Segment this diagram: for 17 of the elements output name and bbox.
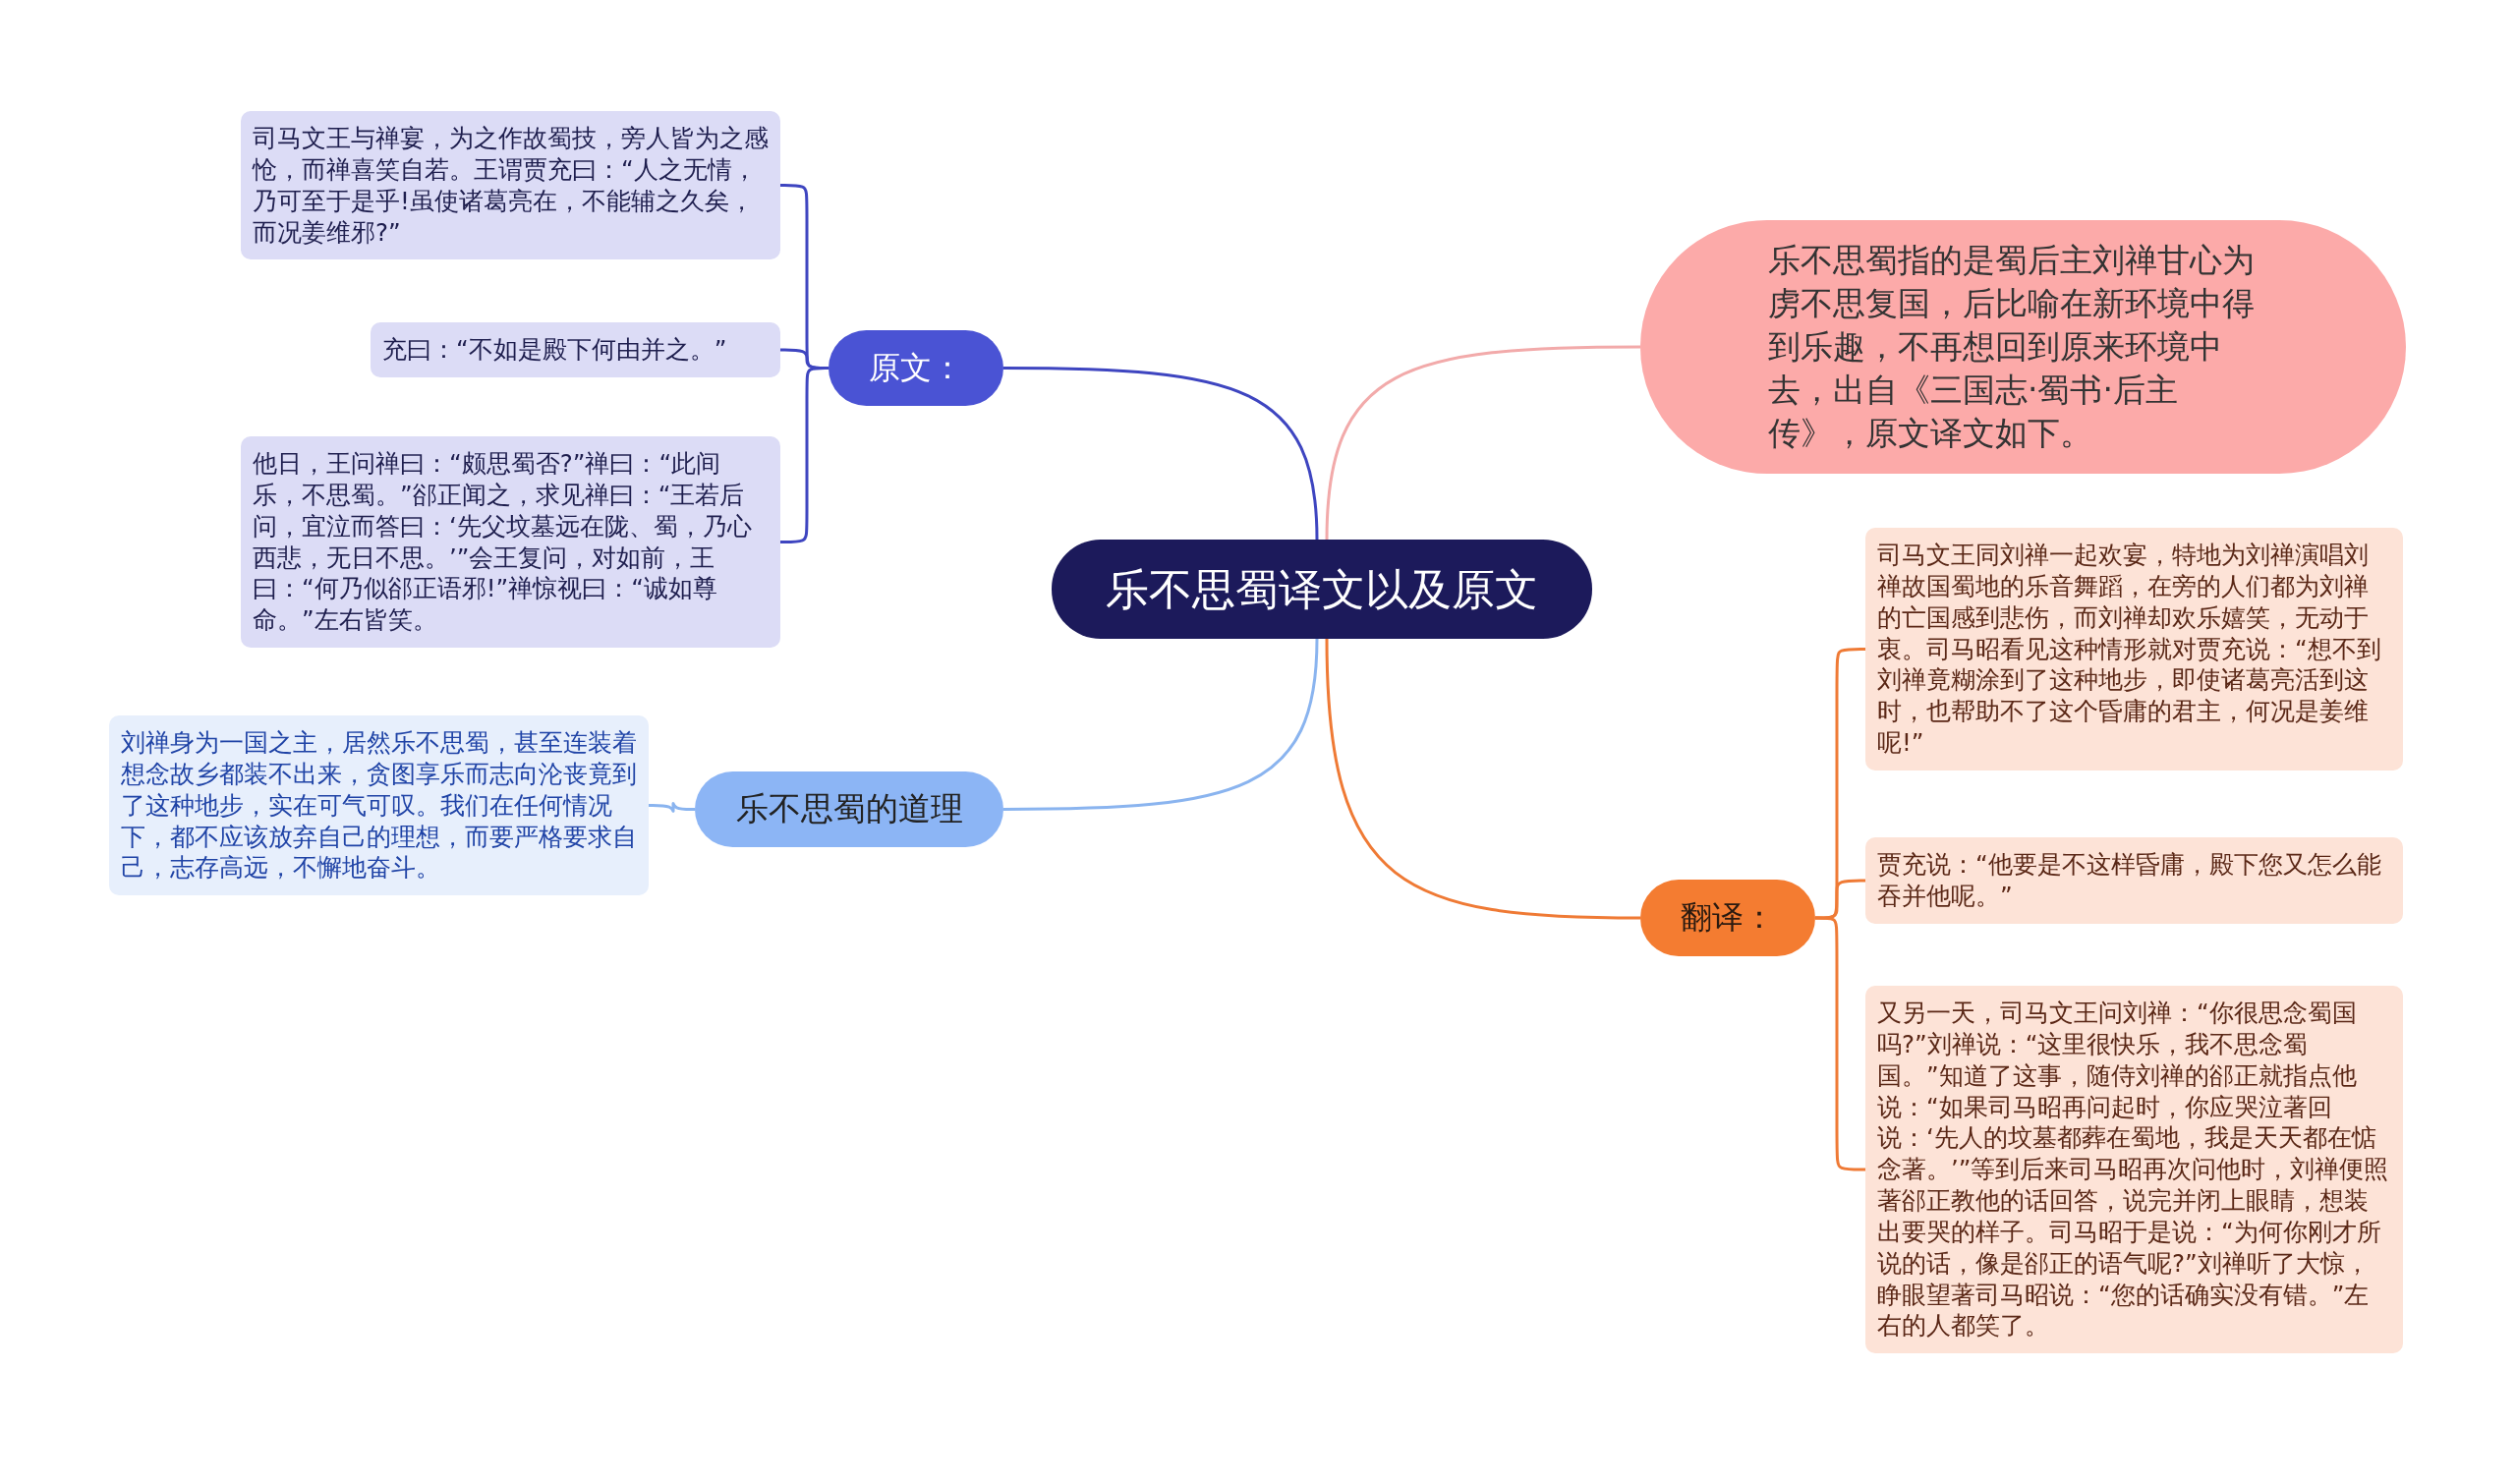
- connector-line: [649, 802, 695, 813]
- branch-topic: 乐不思蜀的道理: [695, 771, 1003, 847]
- connector-line: [1003, 638, 1319, 811]
- text-card: 刘禅身为一国之主，居然乐不思蜀，甚至连装着想念故乡都装不出来，贪图享乐而志向沦丧竟到了这种地步，实在可气可叹。我们在任何情况下，都不应该放弃自己的理想，而要严格要求自己，志存高远，不懈地奋斗。: [109, 715, 649, 896]
- text-card: 司马文王同刘禅一起欢宴，特地为刘禅演唱刘禅故国蜀地的乐音舞蹈，在旁的人们都为刘禅的亡国感到悲伤，而刘禅却欢乐嬉笑，无动于衷。司马昭看见这种情形就对贾充说：“想不到刘禅竟糊涂到了这种地步，即使诸葛亮活到这时，也帮助不了这个昏庸的君主，何况是姜维呢!”: [1865, 528, 2403, 771]
- central-topic: 乐不思蜀译文以及原文: [1052, 540, 1592, 639]
- branch-topic: 翻译：: [1640, 880, 1815, 956]
- connector-line: [1003, 367, 1319, 541]
- text-card: 贾充说：“他要是不这样昏庸，殿下您又怎么能吞并他呢。”: [1865, 837, 2403, 924]
- connector-line: [1325, 345, 1640, 541]
- text-card: 他日，王问禅曰：“颇思蜀否?”禅曰：“此间乐，不思蜀。”郤正闻之，求见禅曰：“王若后问，宜泣而答曰：‘先父坟墓远在陇、蜀，乃心西悲，无日不思。’”会王复问，对如前，王曰：“何乃似郤正语邪!”禅惊视曰：“诚如尊命。”左右皆笑。: [241, 436, 780, 649]
- connector-line: [1325, 638, 1640, 920]
- branch-topic: 乐不思蜀指的是蜀后主刘禅甘心为虏不思复国，后比喻在新环境中得到乐趣，不再想回到原来环境中去，出自《三国志·蜀书·后主传》，原文译文如下。: [1640, 220, 2406, 474]
- text-card: 充曰：“不如是殿下何由并之。”: [371, 322, 780, 377]
- text-card: 司马文王与禅宴，为之作故蜀技，旁人皆为之感怆，而禅喜笑自若。王谓贾充曰：“人之无情，乃可至于是乎!虽使诸葛亮在，不能辅之久矣，而况姜维邪?”: [241, 111, 780, 260]
- branch-topic: 原文：: [829, 330, 1003, 406]
- text-card: 又另一天，司马文王问刘禅：“你很思念蜀国吗?”刘禅说：“这里很快乐，我不思念蜀国。”知道了这事，随侍刘禅的郤正就指点他说：“如果司马昭再问起时，你应哭泣著回说：‘先人的坟墓都葬在蜀地，我是天天都在惦念著。’”等到后来司马昭再次问他时，刘禅便照著郤正教他的话回答，说完并闭上眼睛，想装出要哭的样子。司马昭于是说：“为何你刚才所说的话，像是郤正的语气呢?”刘禅听了大惊，睁眼望著司马昭说：“您的话确实没有错。”左右的人都笑了。: [1865, 986, 2403, 1354]
